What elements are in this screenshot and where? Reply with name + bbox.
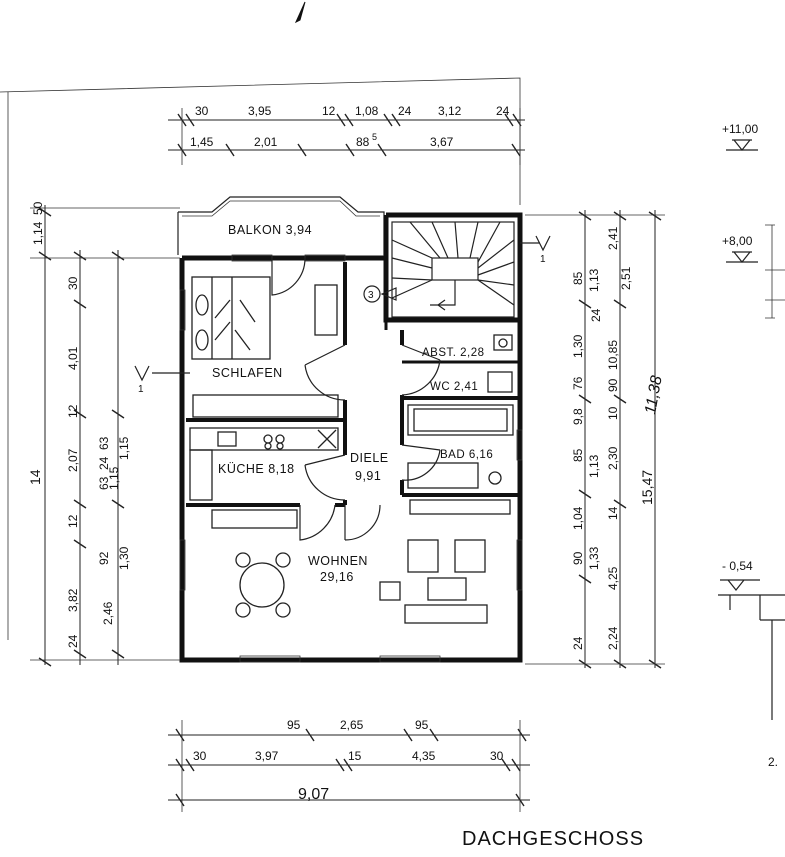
dim-right-b-6: 2,30 [606,446,620,470]
dim-bottom-2-c: 15 [348,749,362,763]
dim-top-2-a: 1,45 [190,135,214,149]
dim-bottom-1-a: 95 [287,718,301,732]
dim-left-a-7: 24 [66,634,80,648]
stair-arrow-icon [380,287,397,301]
dim-left-outer-b: 50 [31,201,45,215]
dim-top-2-d: 5 [372,132,377,142]
dim-left-a-2: 4,01 [66,346,80,370]
dim-bottom-2-a: 30 [193,749,207,763]
dim-top-2-b: 2,01 [254,135,278,149]
dim-right-b-3: 10,85 [606,340,620,370]
dim-right-a-10: 90 [571,551,585,565]
room-wohnen-area: 29,16 [320,570,354,584]
level-low: - 0,54 [722,559,753,573]
dim-left-b-8: 2,46 [101,601,115,625]
dim-top-1-f: 3,12 [438,104,462,118]
dim-left-b-5: 1,15 [117,436,131,460]
dimension-labels-left: 1,14 50 14 30 4,01 12 2,07 12 3,82 24 63… [27,201,131,648]
dim-left-a-4: 2,07 [66,448,80,472]
dim-right-a-5: 76 [571,376,585,390]
dim-left-a-1: 30 [66,276,80,290]
dim-right-a-4: 1,30 [571,334,585,358]
dim-right-a-1: 85 [571,271,585,285]
dim-right-a-7: 85 [571,448,585,462]
room-abst: ABST. 2,28 [422,347,485,359]
dim-top-1-d: 1,08 [355,104,379,118]
furniture [189,276,514,624]
dim-right-b-9: 2,24 [606,626,620,650]
dim-left-a-5: 12 [66,514,80,528]
drawing-title: DACHGESCHOSS [462,828,644,850]
dim-left-b-2: 24 [97,456,111,470]
dimension-labels-right: 85 1,13 24 1,30 76 9,8 85 1,13 1,04 90 1… [571,226,666,650]
room-bad: BAD 6,16 [440,449,493,461]
dimension-lines [30,108,665,812]
dim-right-b-7: 14 [606,506,620,520]
dim-right-a-11: 1,33 [587,546,601,570]
dim-top-1-e: 24 [398,104,412,118]
room-balkon: BALKON 3,94 [228,223,312,237]
dim-right-b-5: 10 [606,406,620,420]
dim-top-1-b: 3,95 [248,104,272,118]
dim-left-b-7: 1,30 [117,546,131,570]
dim-right-b-2: 2,51 [619,266,633,290]
room-wohnen-name: WOHNEN [308,554,368,568]
dim-right-handwritten: 11,38 [642,374,666,415]
dim-right-b-1: 2,41 [606,226,620,250]
dim-left-a-3: 12 [66,404,80,418]
stair-marker-circle [363,285,381,303]
level-markers: +11,00 +8,00 - 0,54 [718,122,785,720]
room-diele-area: 9,91 [355,469,381,483]
dim-left-b-6: 92 [97,551,111,565]
staircase [391,221,515,318]
dim-right-a-8: 1,13 [587,454,601,478]
room-schlafen: SCHLAFEN [212,366,283,380]
north-arrow-icon [294,1,306,24]
dim-bottom-2-e: 30 [490,749,504,763]
edge-fragment: 2. [768,755,778,769]
dim-bottom-2-d: 4,35 [412,749,436,763]
dim-left-b-4: 1,15 [107,466,121,490]
dim-right-b-8: 4,25 [606,566,620,590]
dim-top-1-g: 24 [496,104,510,118]
section-markers [134,235,551,382]
dim-top-1-c: 12 [322,104,336,118]
dim-left-a-6: 3,82 [66,588,80,612]
dim-bottom-1-c: 95 [415,718,429,732]
dim-right-b-4: 90 [606,378,620,392]
stair-marker-label: 3 [368,290,374,301]
dim-right-a-9: 1,04 [571,506,585,530]
dim-left-b-3: 63 [97,476,111,490]
level-top: +11,00 [722,122,758,136]
dim-bottom-1-b: 2,65 [340,718,364,732]
dim-top-2-e: 3,67 [430,135,454,149]
dim-right-a-12: 24 [571,636,585,650]
room-wc: WC 2,41 [430,381,478,393]
dim-right-a-3: 24 [589,308,603,322]
dim-right-a-2: 1,13 [587,268,601,292]
section-marker-left: 1 [138,384,144,395]
dim-left-b-1: 63 [97,436,111,450]
dim-left-outer-a: 1,14 [31,221,45,245]
outer-walls [177,196,523,663]
level-mid: +8,00 [722,234,753,248]
dim-bottom-total: 9,07 [298,786,329,803]
dim-top-2-c: 88 [356,135,370,149]
room-diele-name: DIELE [350,451,389,465]
dim-left-outer-c: 14 [27,469,43,485]
dim-top-1-a: 30 [195,104,209,118]
dim-right-total: 15,47 [639,470,655,505]
dim-right-a-6: 9,8 [571,408,585,425]
room-labels: BALKON 3,94 SCHLAFEN ABST. 2,28 WC 2,41 … [212,223,493,584]
section-marker-right: 1 [540,254,546,265]
dim-bottom-2-b: 3,97 [255,749,279,763]
dimension-labels-bottom: 95 2,65 95 30 3,97 15 4,35 30 9,07 [193,718,504,803]
interior-walls [186,262,520,507]
room-kueche: KÜCHE 8,18 [218,462,295,476]
dimension-labels-top: 30 3,95 12 1,08 24 3,12 24 1,45 2,01 88 … [190,104,510,149]
